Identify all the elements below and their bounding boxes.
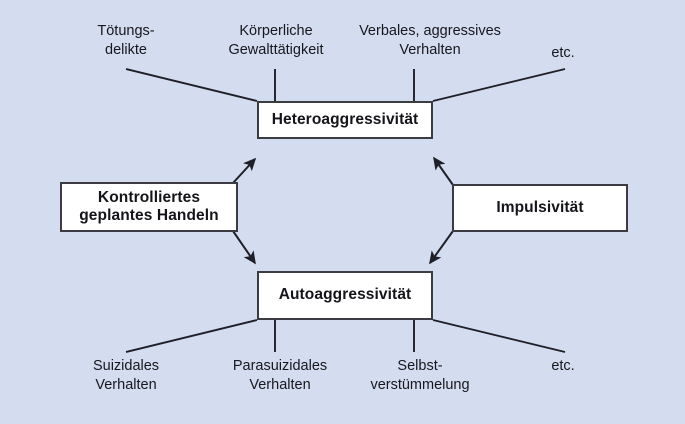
arrow-kontrolliert-to-hetero (232, 157, 257, 184)
connector-etc-bottom (432, 319, 566, 353)
label-verbales-aggressives-verhalten: Verbales, aggressives Verhalten (359, 23, 501, 58)
arrow-kontrolliert-to-auto (232, 230, 256, 265)
node-impulsivitaet: Impulsivität (452, 184, 628, 232)
label-etc-top: etc. (551, 45, 575, 61)
arrow-impulsivitaet-to-hetero (433, 156, 454, 186)
connector-toetungsdelikte (125, 68, 258, 102)
node-heteroaggressivitaet: Heteroaggressivität (257, 101, 433, 139)
node-kontrolliertes-geplantes-handeln: Kontrolliertes geplantes Handeln (60, 182, 238, 232)
label-parasuizidales-verhalten: Parasuizidales Verhalten (232, 358, 328, 393)
arrow-impulsivitaet-to-auto (429, 230, 454, 265)
label-suizidales-verhalten: Suizidales Verhalten (92, 358, 160, 393)
label-selbstverstuemmelung: Selbst- verstümmelung (370, 358, 470, 393)
label-toetungsdelikte: Tötungs- delikte (97, 23, 155, 58)
connector-suizidales (125, 319, 258, 353)
label-etc-bottom: etc. (551, 358, 575, 374)
node-autoaggressivitaet: Autoaggressivität (257, 271, 433, 320)
connector-etc-top (432, 68, 566, 102)
label-koerperliche-gewalttaetigkeit: Körperliche Gewalttätigkeit (228, 23, 324, 58)
